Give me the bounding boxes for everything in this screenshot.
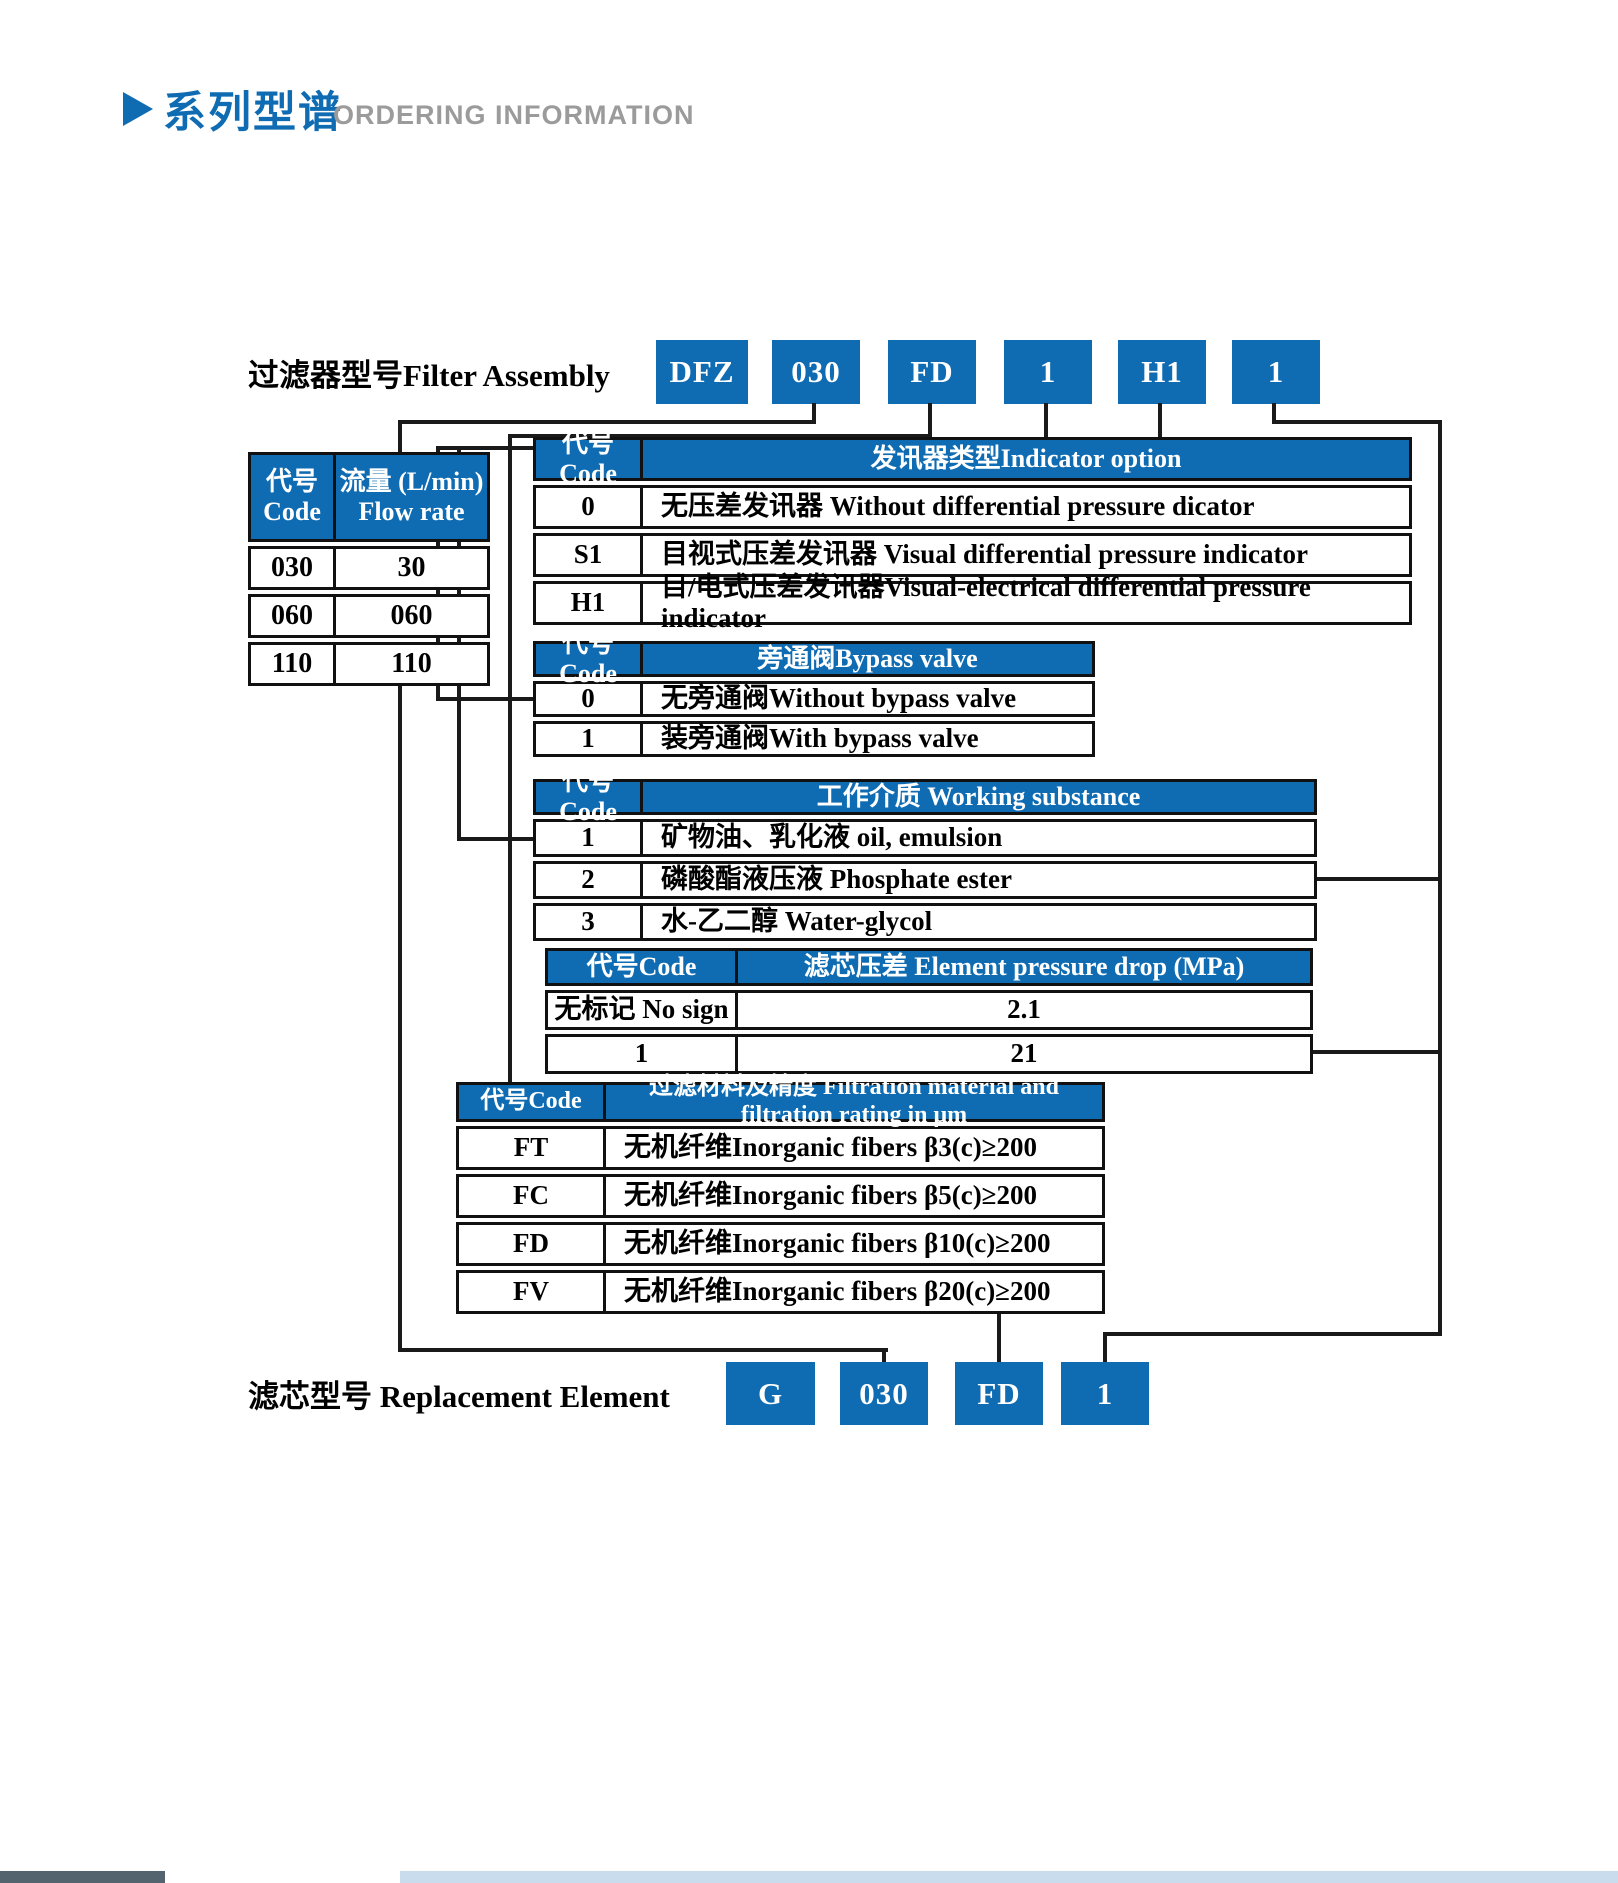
table-row: H1 目/电式压差发讯器Visual-electrical differenti… (533, 572, 1412, 633)
code-column-header: 代号Code (536, 429, 643, 488)
section-arrow-icon (123, 92, 153, 126)
connector-line (882, 1348, 886, 1364)
filter-assembly-label: 过滤器型号Filter Assembly (248, 357, 610, 393)
table-row: 110 110 (248, 642, 490, 686)
connector-line (1103, 1332, 1107, 1362)
element-code-box: 030 (840, 1362, 928, 1425)
table-row: FT 无机纤维Inorganic fibers β3(c)≥200 (456, 1126, 1105, 1170)
code-column-header: 代号Code (536, 629, 643, 688)
table-row: FC 无机纤维Inorganic fibers β5(c)≥200 (456, 1174, 1105, 1218)
table-row: 3 水-乙二醇 Water-glycol (533, 903, 1317, 941)
code-column-header: 代号Code (548, 951, 738, 983)
table-row: S1 目视式压差发讯器 Visual differential pressure… (533, 533, 1412, 577)
pressure-column-header: 滤芯压差 Element pressure drop (MPa) (803, 952, 1245, 982)
table-row: 0 无旁通阀Without bypass valve (533, 681, 1095, 717)
connector-line (457, 837, 533, 841)
flow-value-header: 流量 (L/min) Flow rate (339, 467, 484, 526)
table-row: 2 磷酸酯液压液 Phosphate ester (533, 861, 1317, 899)
element-code-box: G (726, 1362, 815, 1425)
connector-line (1158, 403, 1162, 437)
page-title: 系列型谱 (163, 89, 343, 137)
table-row: 1 装旁通阀With bypass valve (533, 721, 1095, 757)
code-column-header: 代号Code (536, 767, 643, 826)
connector-line (398, 686, 402, 1352)
bypass-valve-table: 代号Code 旁通阀Bypass valve 0 无旁通阀Without byp… (533, 629, 1095, 757)
table-row: 060 060 (248, 594, 490, 638)
connector-line (398, 420, 816, 424)
working-substance-table: 代号Code 工作介质 Working substance 1 矿物油、乳化液 … (533, 767, 1317, 941)
flow-rate-table: 代号 Code 流量 (L/min) Flow rate 030 30 060 … (248, 452, 490, 686)
code-column-header: 代号Code (459, 1085, 606, 1119)
substance-column-header: 工作介质 Working substance (816, 782, 1141, 812)
connector-line (1103, 1332, 1442, 1336)
connector-line (508, 434, 932, 438)
element-code-box: 1 (1061, 1362, 1149, 1425)
table-row: FV 无机纤维Inorganic fibers β20(c)≥200 (456, 1270, 1105, 1314)
table-row: 1 21 (545, 1034, 1313, 1074)
connector-line (1438, 420, 1442, 1336)
pressure-drop-table: 代号Code 滤芯压差 Element pressure drop (MPa) … (545, 948, 1313, 1074)
assembly-code-box: 030 (772, 340, 860, 404)
connector-line (1313, 1050, 1438, 1054)
table-row: 1 矿物油、乳化液 oil, emulsion (533, 819, 1317, 857)
assembly-code-box: 1 (1232, 340, 1320, 404)
filtration-column-header: 过滤材料及精度 Filtration material and filtrati… (649, 1074, 1059, 1128)
table-row: 无标记 No sign 2.1 (545, 990, 1313, 1030)
replacement-element-label: 滤芯型号 Replacement Element (248, 1379, 670, 1414)
connector-line (997, 1314, 1001, 1362)
indicator-column-header: 发讯器类型Indicator option (870, 444, 1182, 474)
filtration-material-table: 代号Code 过滤材料及精度 Filtration material and f… (456, 1074, 1105, 1314)
connector-line (928, 403, 932, 438)
connector-line (398, 1348, 888, 1352)
connector-line (1317, 877, 1438, 881)
page-subtitle: ORDERING INFORMATION (333, 100, 695, 130)
bypass-column-header: 旁通阀Bypass valve (757, 644, 978, 674)
connector-line (1044, 403, 1048, 450)
connector-line (436, 697, 533, 701)
indicator-option-table: 代号Code 发讯器类型Indicator option 0 无压差发讯器 Wi… (533, 429, 1412, 633)
table-row: FD 无机纤维Inorganic fibers β10(c)≥200 (456, 1222, 1105, 1266)
assembly-code-box: DFZ (656, 340, 748, 404)
connector-line (1272, 403, 1276, 420)
flow-code-header: 代号 Code (251, 455, 336, 539)
connector-line (508, 434, 512, 1082)
connector-line (812, 403, 816, 420)
assembly-code-box: H1 (1118, 340, 1206, 404)
connector-line (1272, 420, 1442, 424)
assembly-code-box: FD (888, 340, 976, 404)
assembly-code-box: 1 (1004, 340, 1092, 404)
table-row: 0 无压差发讯器 Without differential pressure d… (533, 485, 1412, 529)
footer-strip-light (400, 1871, 1618, 1883)
element-code-box: FD (955, 1362, 1043, 1425)
connector-line (398, 420, 402, 452)
table-row: 030 30 (248, 546, 490, 590)
footer-strip-dark (0, 1871, 165, 1883)
